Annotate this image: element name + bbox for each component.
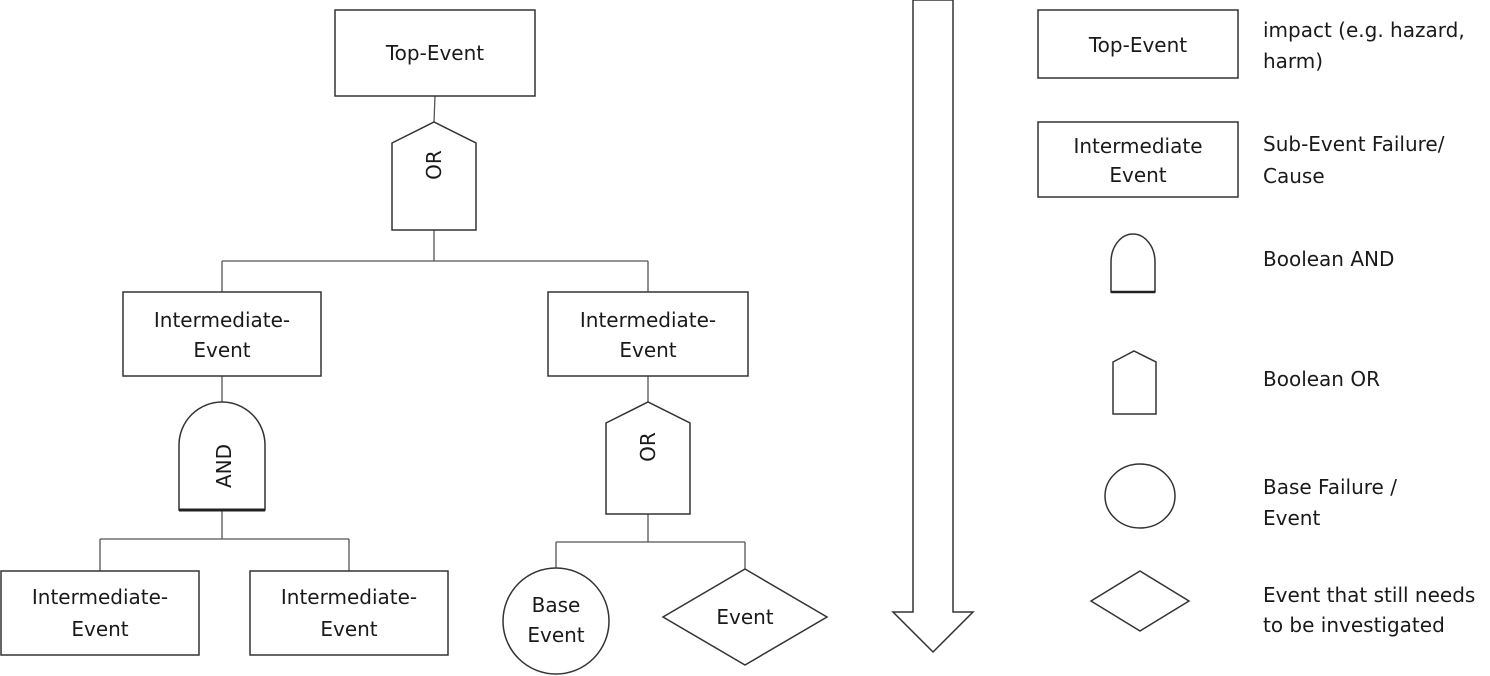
legend-undeveloped-desc-2: to be investigated <box>1263 613 1445 637</box>
legend-top-event-label: Top-Event <box>1088 33 1187 57</box>
and-gate: AND <box>178 401 266 512</box>
legend-intermediate-line2: Event <box>1109 163 1166 187</box>
intermediate-event-bottom-1-line1: Intermediate- <box>32 585 168 609</box>
or-gate-top: OR <box>391 121 477 231</box>
legend-top-event-desc-2: harm) <box>1263 49 1323 73</box>
and-gate-label: AND <box>212 444 236 488</box>
intermediate-event-bottom-2-line1: Intermediate- <box>281 585 417 609</box>
intermediate-event-left: Intermediate- Event <box>122 291 322 377</box>
down-arrow <box>891 0 975 654</box>
legend-top-event: Top-Event <box>1037 9 1239 79</box>
legend-undeveloped-desc-1: Event that still needs <box>1263 583 1475 607</box>
legend-intermediate-desc-2: Cause <box>1263 164 1325 188</box>
intermediate-event-bottom-1-line2: Event <box>71 617 128 641</box>
intermediate-event-left-line2: Event <box>193 338 250 362</box>
intermediate-event-right: Intermediate- Event <box>547 291 749 377</box>
intermediate-event-right-line1: Intermediate- <box>580 308 716 332</box>
top-event-label: Top-Event <box>385 41 484 65</box>
legend-and-gate <box>1110 233 1156 294</box>
legend-and-desc: Boolean AND <box>1263 247 1394 271</box>
intermediate-event-right-line2: Event <box>619 338 676 362</box>
undeveloped-event-label: Event <box>716 605 773 629</box>
legend-top-event-desc-1: impact (e.g. hazard, <box>1263 18 1465 42</box>
intermediate-event-left-line1: Intermediate- <box>154 308 290 332</box>
legend-or-desc: Boolean OR <box>1263 367 1380 391</box>
legend: Top-Event impact (e.g. hazard, harm) Int… <box>1037 9 1475 637</box>
legend-base-event <box>1104 463 1176 529</box>
legend-or-gate <box>1112 350 1157 415</box>
connector-lines <box>99 95 746 571</box>
or-gate-right-label: OR <box>636 432 660 462</box>
base-event-line2: Event <box>527 623 584 647</box>
intermediate-event-bottom-2-line2: Event <box>320 617 377 641</box>
legend-base-desc-2: Event <box>1263 506 1320 530</box>
or-gate-right: OR <box>605 401 691 515</box>
base-event-line1: Base <box>532 593 581 617</box>
legend-undeveloped-event <box>1089 570 1191 632</box>
top-event-box: Top-Event <box>334 9 536 97</box>
legend-base-desc-1: Base Failure / <box>1263 475 1397 499</box>
legend-intermediate-event: Intermediate Event <box>1037 121 1239 198</box>
intermediate-event-bottom-2: Intermediate- Event <box>249 570 449 656</box>
legend-intermediate-line1: Intermediate <box>1073 134 1202 158</box>
base-event-circle: Base Event <box>502 567 610 675</box>
intermediate-event-bottom-1: Intermediate- Event <box>0 570 200 656</box>
legend-intermediate-desc-1: Sub-Event Failure/ <box>1263 132 1445 156</box>
or-gate-top-label: OR <box>422 150 446 180</box>
undeveloped-event-diamond: Event <box>661 568 829 666</box>
